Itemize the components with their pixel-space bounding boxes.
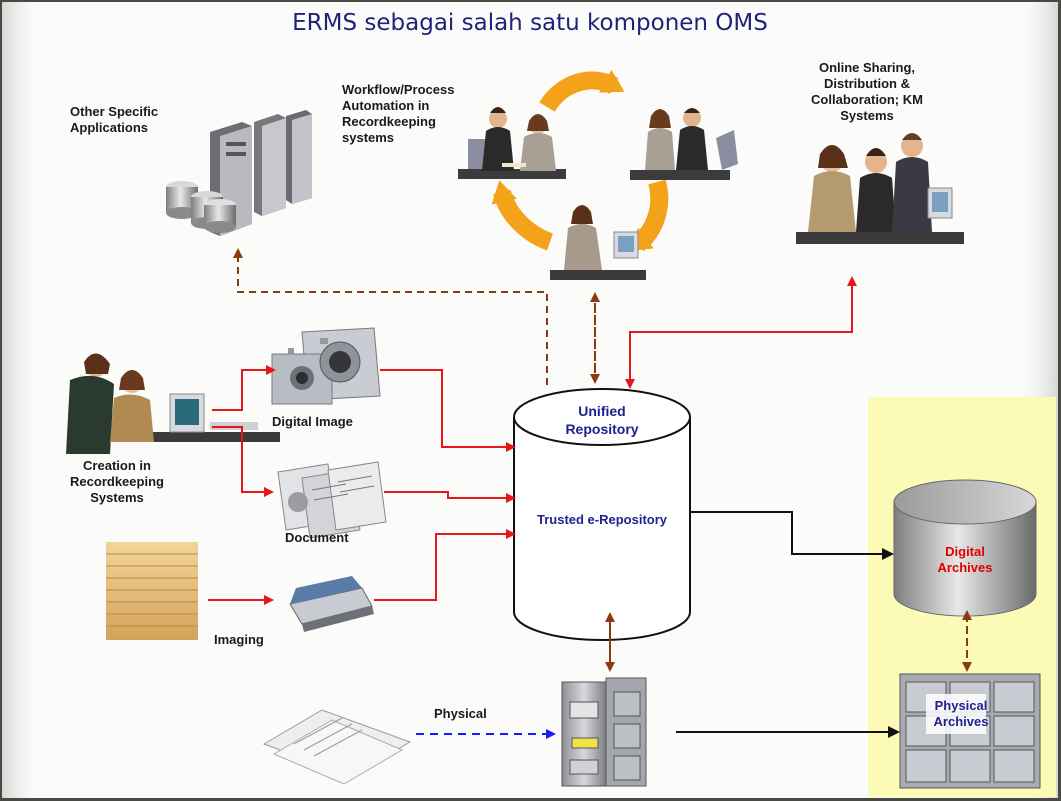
document-label: Document [285, 530, 349, 545]
red-connectors [208, 276, 857, 605]
unified-repository-label: Unified Repository [565, 403, 639, 437]
file-folder-stack-icon [106, 542, 198, 640]
filing-cabinet-icon [899, 673, 1041, 789]
server-icon [166, 110, 312, 236]
office-people-icon [630, 108, 738, 180]
online-sharing-label: Online Sharing, Distribution & Collabora… [811, 60, 923, 123]
paper-stack-icon [262, 709, 412, 785]
database-cylinder-icon [513, 388, 691, 641]
dashed-connectors [233, 248, 972, 672]
digital-image-label: Digital Image [272, 414, 353, 429]
physical-label: Physical [434, 706, 487, 721]
scanner-icon [289, 576, 374, 632]
trusted-repository-label: Trusted e-Repository [536, 512, 668, 527]
office-people-icon [458, 107, 566, 179]
office-people-icon [550, 205, 646, 280]
imaging-label: Imaging [214, 632, 264, 647]
office-people-icon [796, 133, 964, 244]
workflow-cycle-arrows [491, 69, 669, 252]
creation-label: Creation in Recordkeeping Systems [70, 458, 164, 505]
database-cylinder-icon [893, 479, 1037, 617]
slide-title: ERMS sebagai salah satu komponen OMS [292, 10, 768, 36]
document-icon [277, 461, 387, 539]
other-apps-label: Other Specific Applications [70, 104, 159, 135]
workflow-label: Workflow/Process Automation in Recordkee… [342, 82, 455, 145]
office-people-icon [66, 353, 280, 454]
black-connectors [676, 511, 900, 738]
filing-cabinet-icon [561, 677, 647, 787]
slide-left-edge [2, 2, 42, 798]
physical-archives-label: Physical Archives [933, 698, 989, 729]
digital-archives-label: Digital Archives [937, 544, 993, 575]
camera-icon [271, 327, 381, 405]
